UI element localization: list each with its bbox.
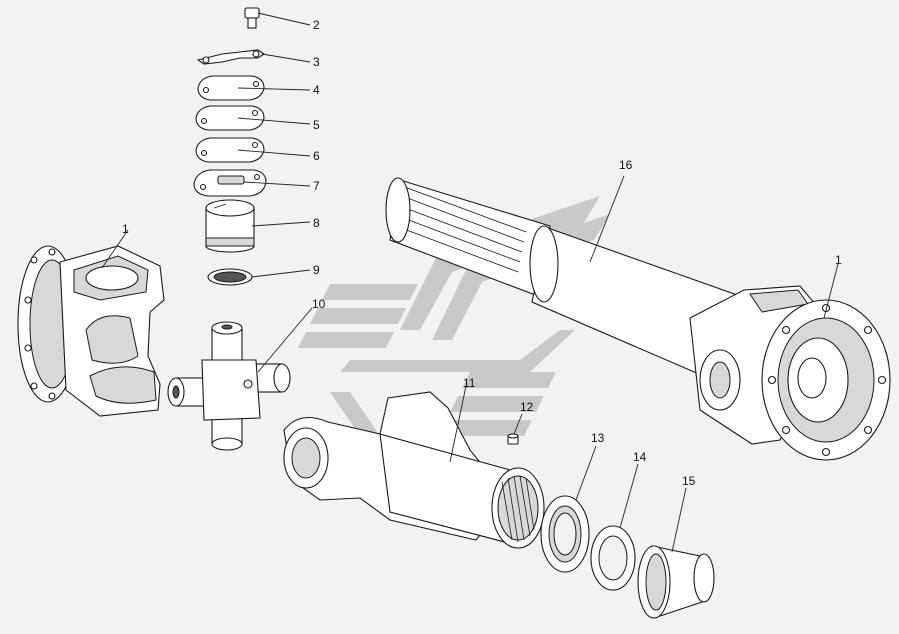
part-8-bearing-cup (205, 199, 311, 253)
callout-14: 14 (633, 450, 647, 464)
callout-15: 15 (682, 474, 696, 488)
part-12-grease-nipple (507, 413, 523, 445)
part-1-flange-yoke-right (689, 263, 891, 461)
callout-6: 6 (313, 149, 320, 163)
callout-13: 13 (591, 431, 605, 445)
callout-11: 11 (463, 376, 476, 390)
part-15-cap-nut (637, 487, 715, 619)
callout-7: 7 (313, 179, 320, 193)
callout-16: 16 (619, 158, 633, 172)
callout-8: 8 (313, 216, 320, 230)
callout-5: 5 (313, 118, 320, 132)
callout-4: 4 (313, 83, 320, 97)
part-4-shim (197, 75, 311, 101)
callout-1-right: 1 (835, 253, 842, 267)
callout-1-left: 1 (122, 222, 129, 236)
part-9-seal-ring (207, 268, 311, 286)
callout-12: 12 (520, 400, 534, 414)
part-7-cover-plate (193, 169, 311, 197)
part-1-flange-yoke-left (17, 229, 165, 417)
part-10-universal-joint-cross (167, 307, 313, 451)
part-2-bolt (244, 7, 311, 29)
part-6-shim (195, 137, 311, 163)
part-11-sleeve-yoke (283, 385, 545, 549)
callout-10: 10 (312, 297, 326, 311)
callout-9: 9 (313, 263, 320, 277)
part-3-lock-plate (196, 49, 311, 65)
part-14-washer (590, 463, 639, 591)
callout-2: 2 (313, 18, 320, 32)
callout-3: 3 (313, 55, 320, 69)
part-13-spring-ring (540, 445, 597, 573)
part-5-shim (195, 105, 311, 131)
